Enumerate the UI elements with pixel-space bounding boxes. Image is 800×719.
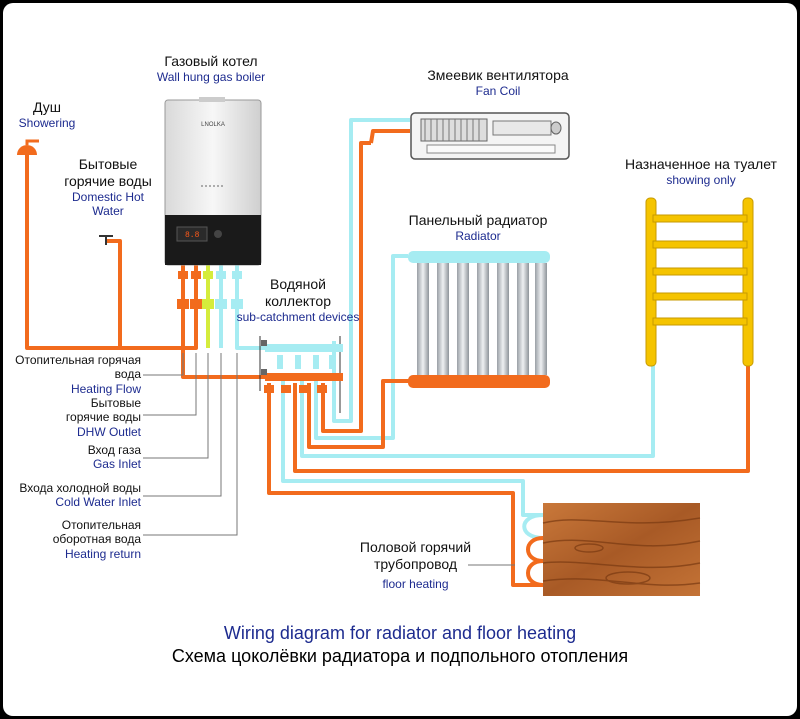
radiator-label-ru: Панельный радиатор (408, 212, 548, 228)
pipe-radiator-flow (307, 379, 413, 449)
pipe-fan-coil-return (332, 118, 410, 423)
boiler-brand: LNOLKA (201, 122, 225, 128)
diagram-canvas: { "colors": { "hot_pipe": "#f26b1d", "re… (3, 3, 797, 716)
pipe-fan-coil-flow (321, 141, 371, 433)
pipe-towel-flow (293, 365, 750, 473)
legend-gas-inlet-ru: Вход газа (87, 443, 141, 457)
legend-gas-inlet: Вход газа Gas Inlet (13, 443, 141, 472)
dhw-label-en: Domestic Hot Water (71, 189, 145, 218)
legend-heating-flow-en: Heating Flow (70, 381, 141, 396)
pipe-boiler-return (235, 265, 265, 350)
tap-icon (99, 235, 113, 245)
pipe-towel-return (300, 365, 655, 458)
caption-en: Wiring diagram for radiator and floor he… (223, 623, 577, 643)
boiler-label: Газовый котел Wall hung gas boiler (131, 53, 291, 84)
towel-label-en: showing only (666, 172, 736, 187)
legend-heating-return: Отопительная оборотная вода Heating retu… (13, 518, 141, 561)
svg-text:8.8: 8.8 (185, 231, 200, 240)
pipe-radiator-return (314, 254, 408, 440)
legend-cold-water-en: Cold Water Inlet (55, 495, 141, 510)
fan-coil-label: Змеевик вентилятора Fan Coil (383, 67, 613, 98)
fan-coil-label-en: Fan Coil (475, 83, 521, 98)
diagram-svg: 8.8 LNOLKA (17, 97, 754, 596)
legend-cold-water-ru: Входа холодной воды (19, 481, 141, 495)
gas-boiler-icon: 8.8 LNOLKA (164, 97, 262, 266)
towel-label: Назначенное на туалет showing only (606, 156, 796, 187)
legend-heating-return-ru: Отопительная оборотная вода (52, 518, 141, 547)
radiator-label: Панельный радиатор Radiator (393, 212, 563, 243)
legend-gas-inlet-en: Gas Inlet (92, 457, 141, 472)
dhw-label: Бытовые горячие воды Domestic Hot Water (63, 156, 153, 218)
radiator-icon (408, 251, 550, 388)
boiler-valves (177, 271, 243, 309)
legend-heating-return-en: Heating return (64, 546, 141, 561)
shower-label-ru: Душ (32, 99, 62, 115)
fan-coil-icon (410, 112, 570, 160)
boiler-label-ru: Газовый котел (164, 53, 258, 69)
floor-label-ru: Половой горячий трубопровод (359, 539, 472, 572)
pipe-dhw-tap (106, 239, 122, 348)
towel-rail-icon (645, 197, 754, 367)
shower-label-en: Showering (18, 115, 76, 130)
legend-dhw-outlet-ru: Бытовые горячие воды (65, 396, 141, 425)
wood-floor-icon (542, 503, 701, 596)
caption-ru: Схема цоколёвки радиатора и подпольного … (171, 646, 629, 666)
hot-pipes (25, 129, 750, 587)
legend-leaders (143, 353, 515, 566)
floor-label-en: floor heating (382, 576, 449, 591)
legend-dhw-outlet-en: DHW Outlet (76, 424, 141, 439)
boiler-label-en: Wall hung gas boiler (156, 69, 266, 84)
legend-heating-flow: Отопительная горячая вода Heating Flow (13, 353, 141, 396)
radiator-label-en: Radiator (455, 228, 501, 243)
legend-dhw-outlet: Бытовые горячие воды DHW Outlet (13, 396, 141, 439)
shower-label: Душ Showering (7, 99, 87, 130)
floor-loops (522, 513, 544, 587)
fan-coil-label-ru: Змеевик вентилятора (427, 67, 569, 83)
legend-cold-water: Входа холодной воды Cold Water Inlet (5, 481, 141, 510)
collector-label-ru: Водяной коллектор (265, 276, 331, 309)
towel-label-ru: Назначенное на туалет (625, 156, 777, 172)
pipe-floor-flow (267, 383, 543, 587)
legend-heating-flow-ru: Отопительная горячая вода (15, 353, 141, 382)
dhw-label-ru: Бытовые горячие воды (64, 156, 152, 189)
floor-label: Половой горячий трубопровод floor heatin… (343, 539, 488, 591)
pipe-floor-return (281, 381, 543, 517)
collector-label-en: sub-catchment devices (236, 309, 360, 324)
shower-head-icon (17, 139, 39, 155)
manifold-icon (259, 336, 343, 413)
collector-label: Водяной коллектор sub-catchment devices (228, 276, 368, 324)
